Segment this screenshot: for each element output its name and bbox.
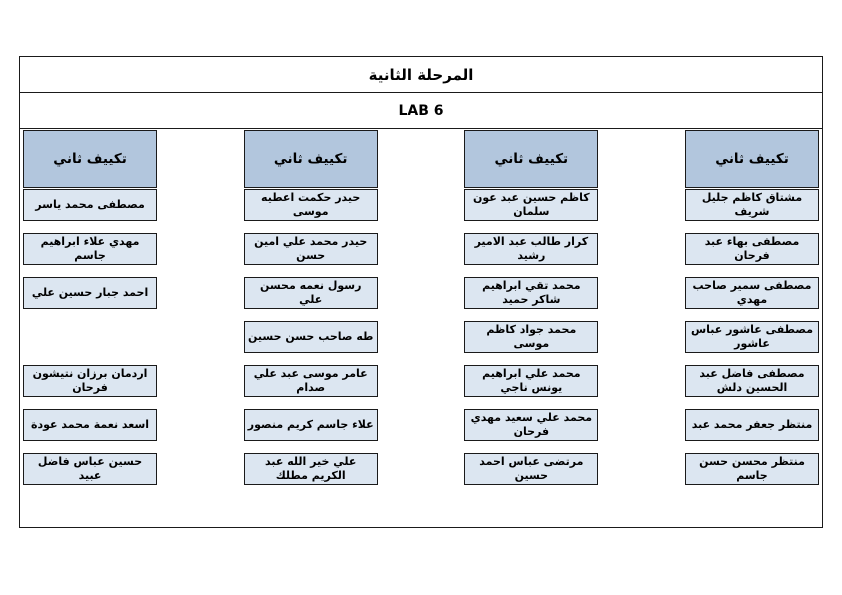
student-name: طه صاحب حسن حسين [248,330,374,344]
name-cell: محمد علي سعيد مهدي فرحان [464,409,599,441]
student-name: مصطفى عاشور عباس عاشور [690,323,814,350]
student-name: عامر موسى عبد علي صدام [253,367,368,394]
name-cell: مصطفى عاشور عباس عاشور [685,321,819,353]
name-cell: محمد جواد كاظم موسى [464,321,599,353]
student-name: كرار طالب عبد الامير رشيد [474,235,589,262]
column-header-label: تكييف ثاني [273,151,348,167]
column-header-2: تكييف ثاني [464,130,599,188]
student-name: منتظر جعفر محمد عبد [691,418,813,432]
name-cell: احمد جبار حسين علي [23,277,158,309]
name-cell: علاء جاسم كريم منصور [243,409,378,441]
name-cell: كرار طالب عبد الامير رشيد [464,233,599,265]
name-cell: طه صاحب حسن حسين [243,321,378,353]
column-header-3: تكييف ثاني [243,130,378,188]
name-cell: عامر موسى عبد علي صدام [243,365,378,397]
student-name: رسول نعمه محسن علي [259,279,362,306]
column-header-label: تكييف ثاني [53,151,127,167]
name-cell: مصطفى محمد ياسر [23,189,158,221]
lab-label: LAB 6 [398,102,444,119]
name-cell: حسين عباس فاضل عبيد [23,453,158,485]
student-name: حيدر حكمت اعطيه موسى [261,191,361,218]
student-name: مصطفى سمير صاحب مهدي [692,279,812,306]
name-cell: مصطفى فاضل عبد الحسين دلش [685,365,819,397]
name-cell: مهدي علاء ابراهيم جاسم [23,233,158,265]
roster-column-2: تكييف ثاني كاظم حسين عبد عون سلمان كرار … [464,130,599,529]
student-name: مصطفى فاضل عبد الحسين دلش [699,367,805,394]
student-name: حيدر محمد علي امين حسن [254,235,368,262]
name-cell: رسول نعمه محسن علي [243,277,378,309]
name-cell: مشتاق كاظم جليل شريف [685,189,819,221]
name-cell: مرتضى عباس احمد حسين [464,453,599,485]
document-subtitle-row: LAB 6 [20,93,822,129]
student-name: علي خير الله عبد الكريم مطلك [265,455,357,482]
name-cell: محمد تقي ابراهيم شاكر حميد [464,277,599,309]
student-name: محمد علي ابراهيم يونس ناجي [482,367,581,394]
name-cell: منتظر جعفر محمد عبد [685,409,819,441]
roster-sheet: المرحلة الثانية LAB 6 تكييف ثاني مشتاق ك… [19,56,823,528]
student-name: اردمان برزان نتيشون فرحان [32,367,148,394]
student-name: مصطفى بهاء عبد فرحان [704,235,800,262]
column-header-4: تكييف ثاني [23,130,158,188]
column-header-1: تكييف ثاني [685,130,819,188]
document-title-row: المرحلة الثانية [20,57,822,93]
student-name: احمد جبار حسين علي [31,286,149,300]
name-cell: اسعد نعمة محمد عودة [23,409,158,441]
name-cell: محمد علي ابراهيم يونس ناجي [464,365,599,397]
roster-column-4: تكييف ثاني مصطفى محمد ياسر مهدي علاء ابر… [23,130,158,529]
name-cell: اردمان برزان نتيشون فرحان [23,365,158,397]
name-cell: حيدر حكمت اعطيه موسى [243,189,378,221]
student-name: مهدي علاء ابراهيم جاسم [40,235,140,262]
name-cell: مصطفى سمير صاحب مهدي [685,277,819,309]
student-name: منتظر محسن حسن جاسم [699,455,805,482]
student-name: كاظم حسين عبد عون سلمان [473,191,590,218]
student-name: محمد تقي ابراهيم شاكر حميد [482,279,581,306]
name-cell: حيدر محمد علي امين حسن [243,233,378,265]
student-name: حسين عباس فاضل عبيد [37,455,143,482]
student-name: محمد علي سعيد مهدي فرحان [470,411,593,438]
page-title: المرحلة الثانية [368,65,474,84]
name-cell: مصطفى بهاء عبد فرحان [685,233,819,265]
roster-column-1: تكييف ثاني مشتاق كاظم جليل شريف مصطفى به… [685,130,819,529]
name-cell: علي خير الله عبد الكريم مطلك [243,453,378,485]
roster-columns: تكييف ثاني مشتاق كاظم جليل شريف مصطفى به… [20,130,822,529]
student-name: محمد جواد كاظم موسى [486,323,577,350]
name-cell: كاظم حسين عبد عون سلمان [464,189,599,221]
student-name: مشتاق كاظم جليل شريف [701,191,803,218]
student-name: علاء جاسم كريم منصور [247,418,374,432]
student-name: اسعد نعمة محمد عودة [31,418,150,432]
name-cell-empty [23,321,157,353]
roster-column-3: تكييف ثاني حيدر حكمت اعطيه موسى حيدر محم… [243,130,378,529]
column-header-label: تكييف ثاني [494,151,569,167]
column-header-label: تكييف ثاني [715,151,789,167]
name-cell: منتظر محسن حسن جاسم [685,453,819,485]
student-name: مرتضى عباس احمد حسين [479,455,584,482]
student-name: مصطفى محمد ياسر [35,198,145,212]
